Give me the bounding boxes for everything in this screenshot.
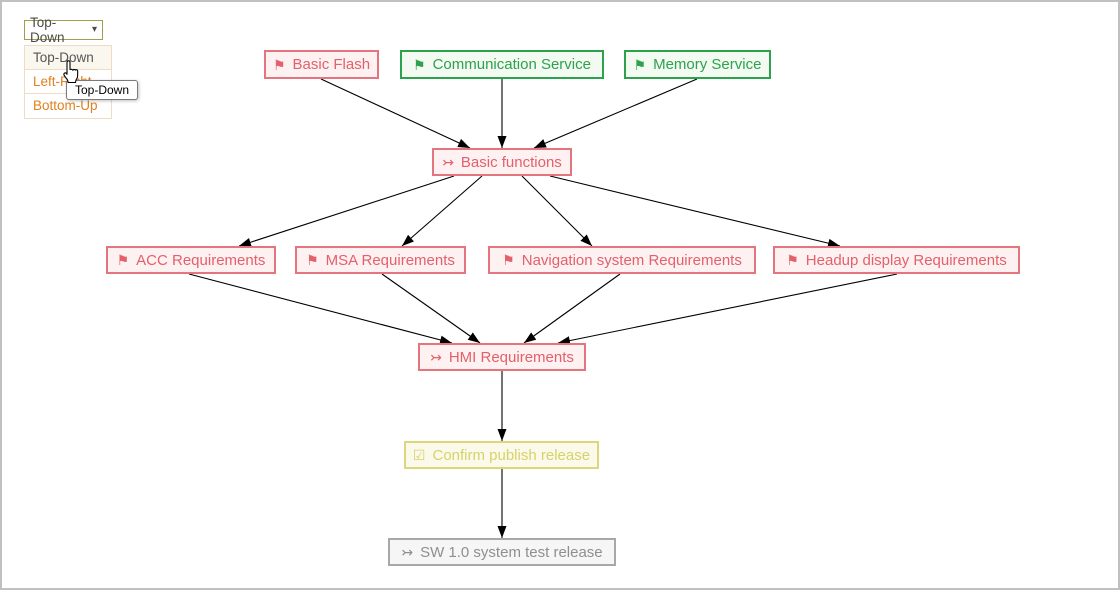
flag-icon: ⚑ (502, 252, 515, 268)
node-label: Basic functions (460, 153, 562, 171)
node-label: Navigation system Requirements (521, 251, 742, 269)
layout-dropdown-menu: Top-Down Left-Right Bottom-Up (24, 45, 112, 119)
tooltip: Top-Down (66, 80, 139, 100)
arrow-icon: ↣ (401, 544, 414, 560)
edge-line (549, 175, 841, 248)
arrow-icon: ↣ (430, 349, 442, 365)
node-label: Basic Flash (292, 56, 371, 73)
node-label: Memory Service (653, 56, 762, 73)
node-label: SW 1.0 system test release (420, 543, 603, 561)
flag-icon: ⚑ (633, 56, 647, 73)
node-label: ACC Requirements (136, 251, 266, 269)
node-sw-1-0-system-test-release[interactable]: ↣ SW 1.0 system test release (388, 538, 616, 566)
flag-icon: ⚑ (306, 252, 319, 268)
node-confirm-publish-release[interactable]: ☑ Confirm publish release (404, 441, 599, 469)
chevron-down-icon: ▾ (91, 24, 97, 35)
layout-dropdown-button[interactable]: Top-Down ▾ (24, 15, 103, 45)
layout-dropdown-highlight: Top-Down ▾ (15, 15, 112, 45)
edge-line (188, 273, 453, 345)
layout-dropdown-label: Top-Down (30, 14, 65, 45)
edge-line (557, 273, 898, 346)
node-msa-requirements[interactable]: ⚑ MSA Requirements (295, 246, 466, 274)
checkbox-icon: ☑ (412, 447, 426, 463)
node-label: Communication Service (432, 56, 591, 73)
menu-item-top-down[interactable]: Top-Down (25, 46, 111, 70)
edge-line (320, 78, 471, 149)
node-label: HMI Requirements (448, 348, 574, 366)
node-basic-functions[interactable]: ↣ Basic functions (432, 148, 572, 176)
node-label: MSA Requirements (325, 251, 455, 269)
node-headup-display-requirements[interactable]: ⚑ Headup display Requirements (773, 246, 1020, 274)
node-basic-flash[interactable]: ⚑ Basic Flash (264, 50, 379, 79)
edge-line (523, 273, 621, 344)
flag-icon: ⚑ (786, 252, 799, 268)
edge-line (401, 175, 483, 247)
edge-line (238, 175, 455, 247)
edge-line (381, 273, 481, 344)
node-communication-service[interactable]: ⚑ Communication Service (400, 50, 604, 79)
flag-icon: ⚑ (272, 56, 286, 73)
node-label: Headup display Requirements (805, 251, 1007, 269)
edge-line (533, 78, 698, 149)
node-acc-requirements[interactable]: ⚑ ACC Requirements (106, 246, 276, 274)
flag-icon: ⚑ (413, 56, 426, 73)
arrow-icon: ↣ (442, 154, 454, 170)
flag-icon: ⚑ (116, 252, 130, 268)
node-label: Confirm publish release (432, 446, 591, 464)
node-hmi-requirements[interactable]: ↣ HMI Requirements (418, 343, 586, 371)
node-memory-service[interactable]: ⚑ Memory Service (624, 50, 771, 79)
menu-item-bottom-up[interactable]: Bottom-Up (25, 94, 111, 118)
node-navigation-system-requirements[interactable]: ⚑ Navigation system Requirements (488, 246, 756, 274)
edge-line (521, 175, 593, 247)
